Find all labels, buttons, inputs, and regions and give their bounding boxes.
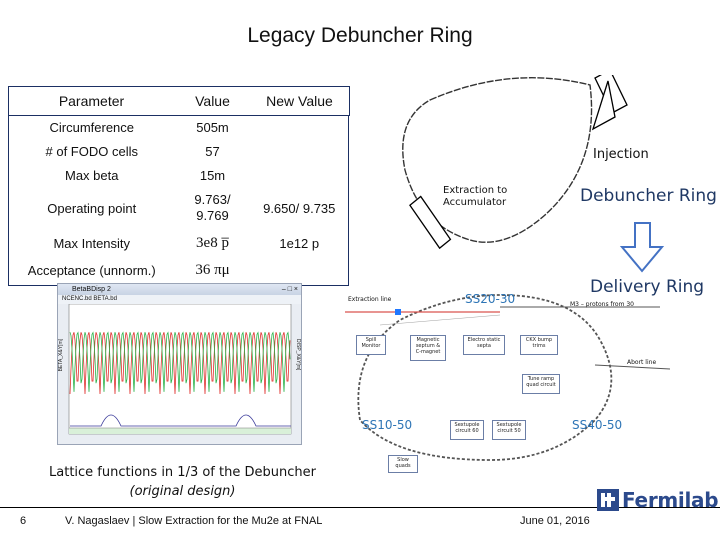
value-cell: 3e8 p̅ bbox=[196, 234, 229, 251]
value-cell: 15m bbox=[199, 167, 226, 183]
param-cell: Acceptance (unnorm.) bbox=[8, 257, 175, 285]
param-cell: Max Intensity bbox=[8, 229, 175, 257]
table-row: Circumference 505m bbox=[8, 115, 349, 139]
table-row: Max Intensity 3e8 p̅ 1e12 p bbox=[8, 229, 349, 257]
injection-label: Injection bbox=[593, 147, 649, 162]
new-value-cell: 1e12 p bbox=[250, 229, 349, 257]
value-cell: 9.763/ 9.769 bbox=[194, 192, 231, 223]
page-number: 6 bbox=[20, 515, 27, 527]
footer-rule bbox=[0, 507, 720, 508]
lattice-curve bbox=[69, 332, 291, 395]
spill-monitor-box: Spill Monitor bbox=[356, 335, 386, 355]
caption-subline: (original design) bbox=[129, 484, 236, 499]
tune-ramp-box: Tune ramp quad circuit bbox=[522, 374, 560, 394]
magnetic-septum-box: Magnetic septum & C-magnet bbox=[410, 335, 446, 361]
sextupole-50-box: Sextupole circuit 50 bbox=[492, 420, 526, 440]
ss40-50-label: SS40-50 bbox=[572, 418, 623, 432]
new-value-cell bbox=[250, 139, 349, 163]
fermilab-logo: Fermilab bbox=[597, 488, 719, 512]
param-cell: Operating point bbox=[8, 187, 175, 229]
lattice-plot-window: BetaBDisp 2 – □ × NCENC.bd BETA.bd BETA_… bbox=[57, 283, 302, 445]
plot-right-axis-label: DISP_X&Y[m] bbox=[295, 339, 301, 371]
ss10-50-label: SS10-50 bbox=[362, 418, 413, 432]
lattice-function-lines bbox=[69, 331, 291, 427]
value-cell: 505m bbox=[196, 119, 229, 135]
sextupole-60-box: Sextupole circuit 60 bbox=[450, 420, 484, 440]
ckx-bump-box: CKX bump trims bbox=[520, 335, 558, 355]
lattice-plot bbox=[68, 304, 292, 435]
footer-author: V. Nagaslaev | Slow Extraction for the M… bbox=[65, 515, 323, 527]
m3-line-label: M3 – protons from 30 bbox=[570, 301, 634, 308]
slow-quads-box: Slow quads bbox=[388, 455, 418, 473]
ss20-30-label: SS20-30 bbox=[465, 292, 516, 306]
new-value-cell: 9.650/ 9.735 bbox=[250, 187, 349, 229]
window-controls[interactable]: – □ × bbox=[281, 286, 298, 293]
dispersion-curve bbox=[70, 414, 291, 427]
new-value-cell bbox=[250, 257, 349, 285]
param-cell: # of FODO cells bbox=[8, 139, 175, 163]
table-row: Operating point 9.763/ 9.769 9.650/ 9.73… bbox=[8, 187, 349, 229]
value-cell: 36 πμ bbox=[195, 262, 230, 279]
injection-arrow bbox=[591, 75, 628, 131]
value-cell: 57 bbox=[205, 143, 220, 159]
electrostatic-septa-box: Electro static septa bbox=[463, 335, 505, 355]
plot-left-axis-label: BETA_X&Y[m] bbox=[58, 339, 64, 372]
table-row: Acceptance (unnorm.) 36 πμ bbox=[8, 257, 349, 285]
header-value: Value bbox=[195, 93, 230, 109]
caption-line: Lattice functions in 1/3 of the Debunche… bbox=[49, 465, 316, 480]
param-cell: Circumference bbox=[8, 115, 175, 139]
lattice-curve bbox=[69, 331, 291, 392]
plot-toolbar: NCENC.bd BETA.bd bbox=[58, 295, 301, 304]
footer-date: June 01, 2016 bbox=[520, 515, 590, 527]
fermilab-logo-icon bbox=[597, 489, 619, 511]
debuncher-ring-sketch bbox=[402, 75, 665, 273]
plot-caption: Lattice functions in 1/3 of the Debunche… bbox=[40, 463, 325, 501]
parameter-table: Parameter Value New Value Circumference … bbox=[7, 86, 350, 286]
table-row: # of FODO cells 57 bbox=[8, 139, 349, 163]
delivery-ring-label: Delivery Ring bbox=[590, 277, 705, 297]
down-arrow bbox=[619, 222, 665, 273]
delivery-ring-schematic bbox=[345, 294, 670, 461]
abort-line-label: Abort line bbox=[627, 359, 657, 366]
extraction-arrow bbox=[409, 195, 452, 250]
debuncher-ring-label: Debuncher Ring bbox=[580, 186, 717, 206]
extraction-line-label: Extraction line bbox=[348, 296, 392, 303]
plot-title: BetaBDisp 2 bbox=[72, 286, 111, 293]
plot-titlebar: BetaBDisp 2 – □ × bbox=[58, 284, 301, 295]
table-row: Max beta 15m bbox=[8, 163, 349, 187]
new-value-cell bbox=[250, 115, 349, 139]
fermilab-wordmark: Fermilab bbox=[622, 488, 719, 512]
new-value-cell bbox=[250, 163, 349, 187]
slide-title: Legacy Debuncher Ring bbox=[247, 24, 473, 47]
param-cell: Max beta bbox=[8, 163, 175, 187]
header-parameter: Parameter bbox=[58, 93, 125, 109]
extraction-label: Extraction to Accumulator bbox=[443, 185, 508, 208]
header-new-value: New Value bbox=[266, 93, 333, 109]
